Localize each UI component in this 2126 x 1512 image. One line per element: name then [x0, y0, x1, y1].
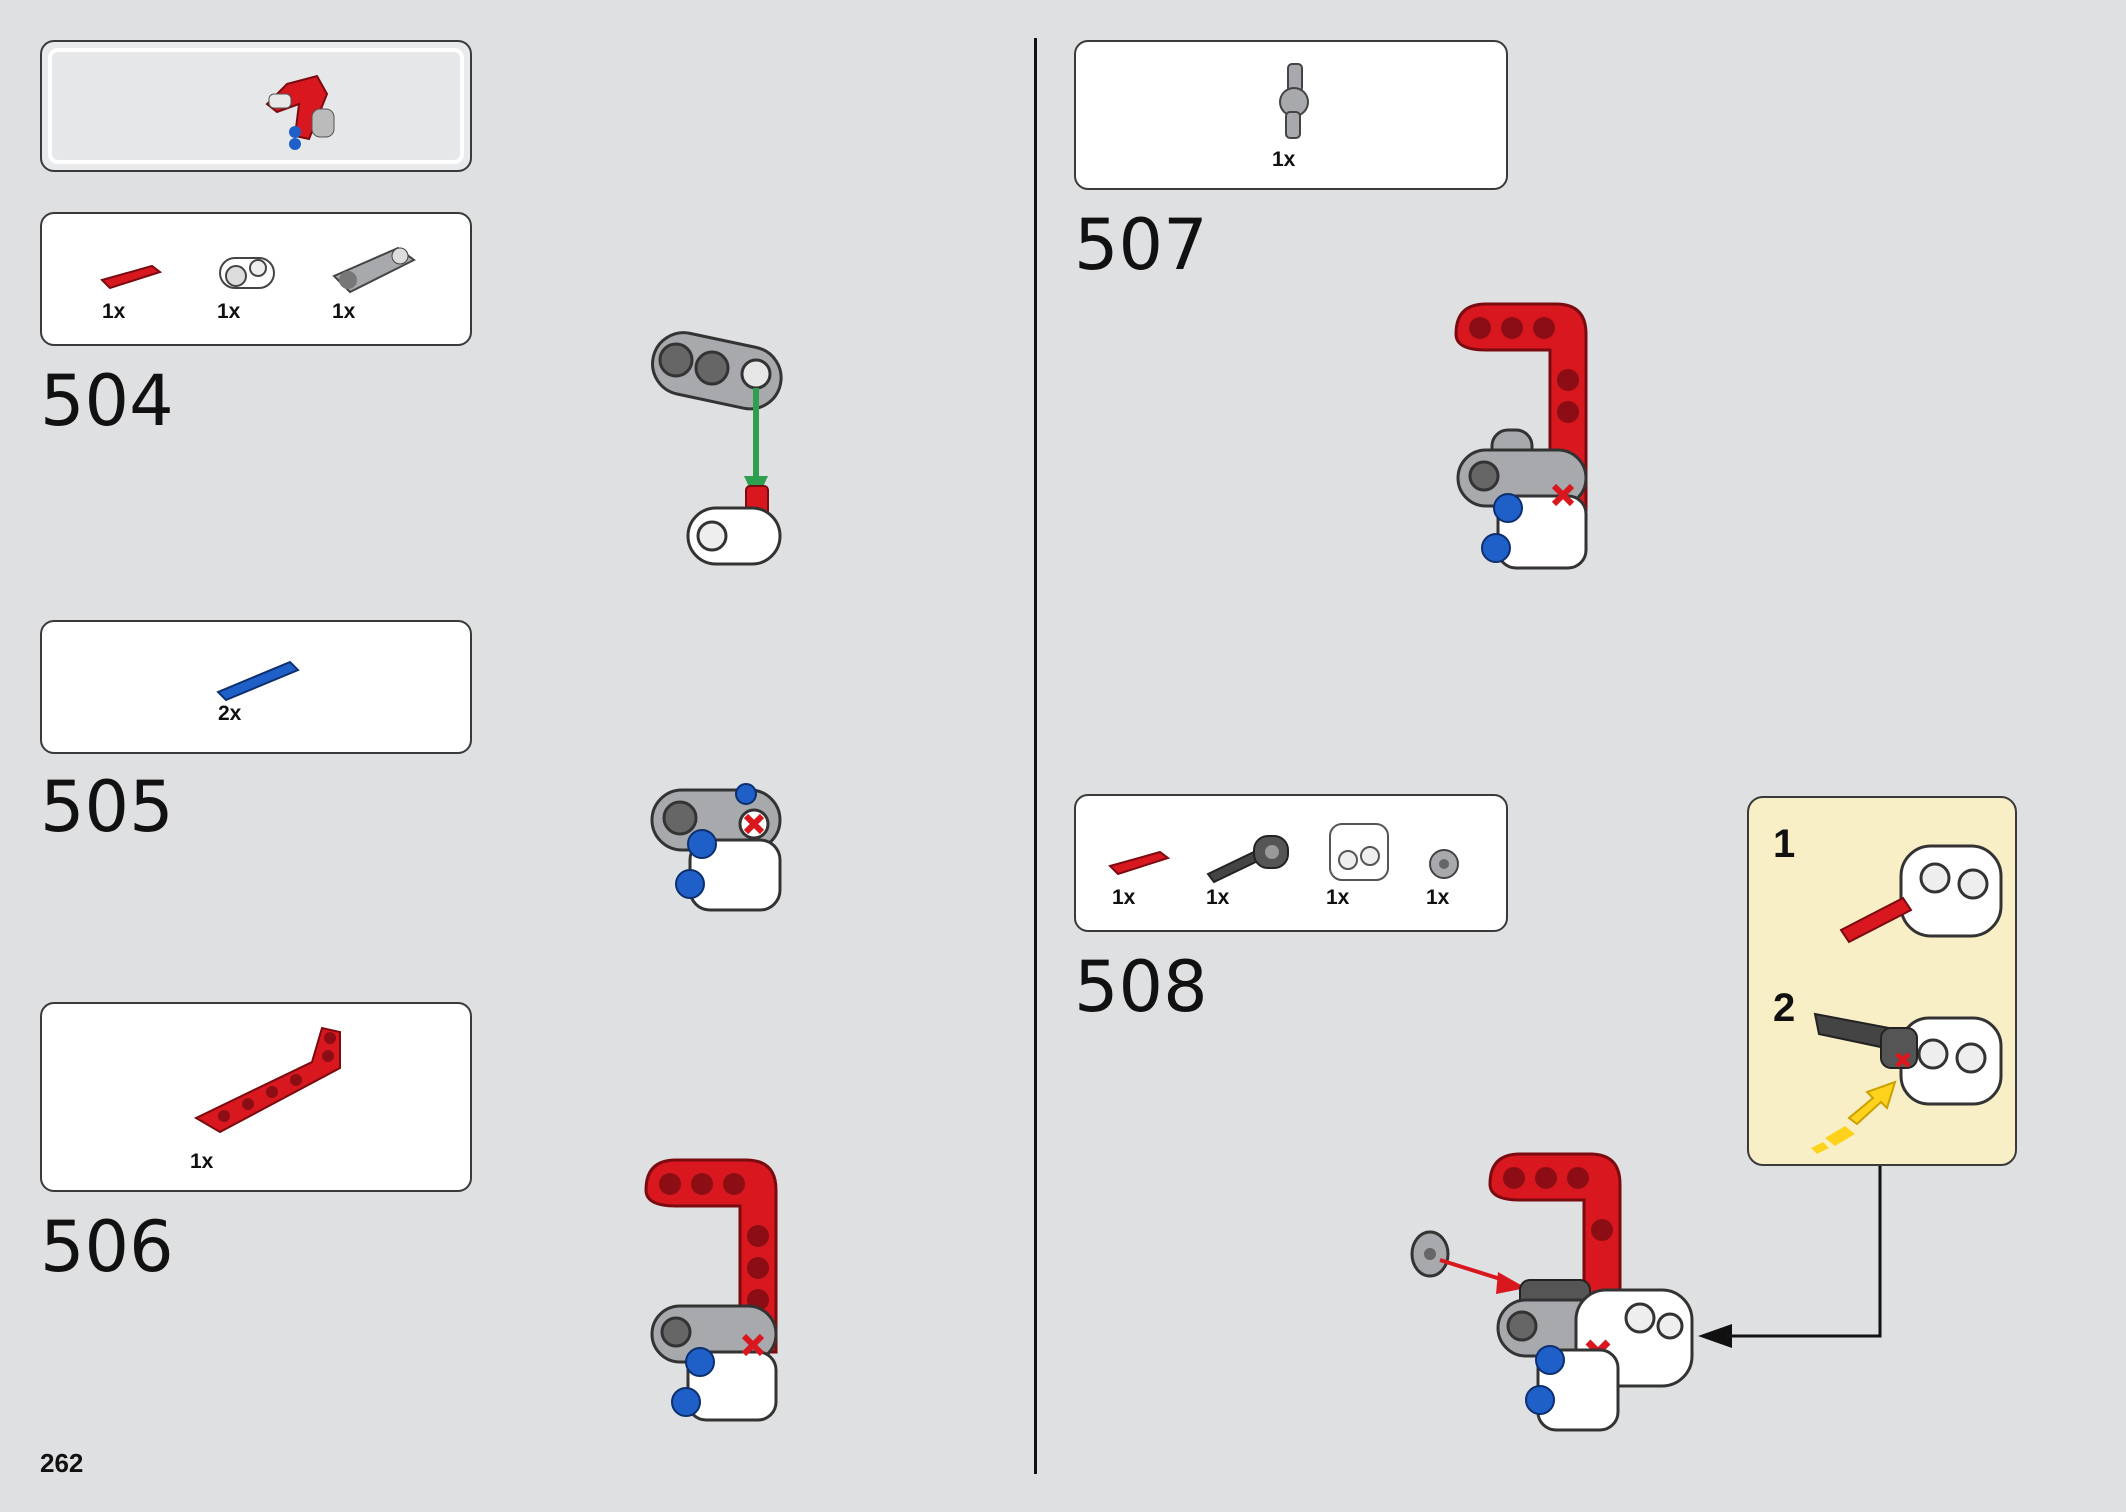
subassembly-model-icon [265, 74, 335, 150]
white-connector-icon [686, 506, 782, 566]
subassembly-inner [48, 48, 464, 164]
step-506-assembly [644, 1158, 778, 1422]
red-axle-icon [1108, 850, 1171, 876]
part-qty: 1x [332, 300, 356, 323]
parts-box-508: 1x 1x 1x 1x [1074, 794, 1508, 932]
part-qty: 1x [102, 300, 126, 323]
gray-bush-icon [1429, 849, 1459, 879]
step-508-assembly [1410, 1152, 1694, 1432]
step-505-assembly [650, 783, 782, 912]
page-number: 262 [40, 1448, 84, 1478]
callout-step-1: 1 [1773, 822, 1796, 866]
gray-beam-connector-icon [332, 246, 416, 294]
step-504-assembly [651, 331, 783, 566]
column-divider [1034, 38, 1037, 1474]
white-connector-icon [219, 257, 275, 289]
red-axle-icon [100, 264, 163, 290]
part-qty: 1x [1426, 886, 1450, 909]
step-number-506: 506 [40, 1206, 174, 1288]
step-507-assembly [1454, 302, 1588, 570]
callout-box: 1 2 [1747, 796, 2017, 1166]
callout-1-illustration [1839, 844, 2003, 944]
parts-box-507: 1x [1074, 40, 1508, 190]
callout-step-2: 2 [1773, 986, 1796, 1030]
part-qty: 2x [218, 702, 242, 725]
step-number-507: 507 [1074, 204, 1208, 286]
white-double-connector-icon [1329, 823, 1389, 881]
part-qty: 1x [1272, 148, 1296, 171]
gray-bush-icon [1410, 1230, 1450, 1278]
parts-box-504: 1x 1x 1x [40, 212, 472, 346]
callout-2-illustration [1811, 1012, 2003, 1154]
gray-beam-connector-icon [651, 331, 783, 411]
part-qty: 1x [1326, 886, 1350, 909]
subassembly-box [40, 40, 472, 172]
step-number-508: 508 [1074, 946, 1208, 1028]
blue-pin-icon [216, 660, 300, 702]
parts-box-505: 2x [40, 620, 472, 754]
part-qty: 1x [1112, 886, 1136, 909]
callout-connector-arrow [1698, 1166, 1882, 1348]
parts-box-506: 1x [40, 1002, 472, 1192]
step-number-504: 504 [40, 360, 174, 442]
part-qty: 1x [190, 1150, 214, 1173]
gray-pin-connector-icon [1279, 63, 1309, 139]
dark-axle-connector-icon [1206, 835, 1289, 884]
part-qty: 1x [217, 300, 241, 323]
red-l-beam-icon [193, 1026, 341, 1134]
step-number-505: 505 [40, 766, 174, 848]
part-qty: 1x [1206, 886, 1230, 909]
